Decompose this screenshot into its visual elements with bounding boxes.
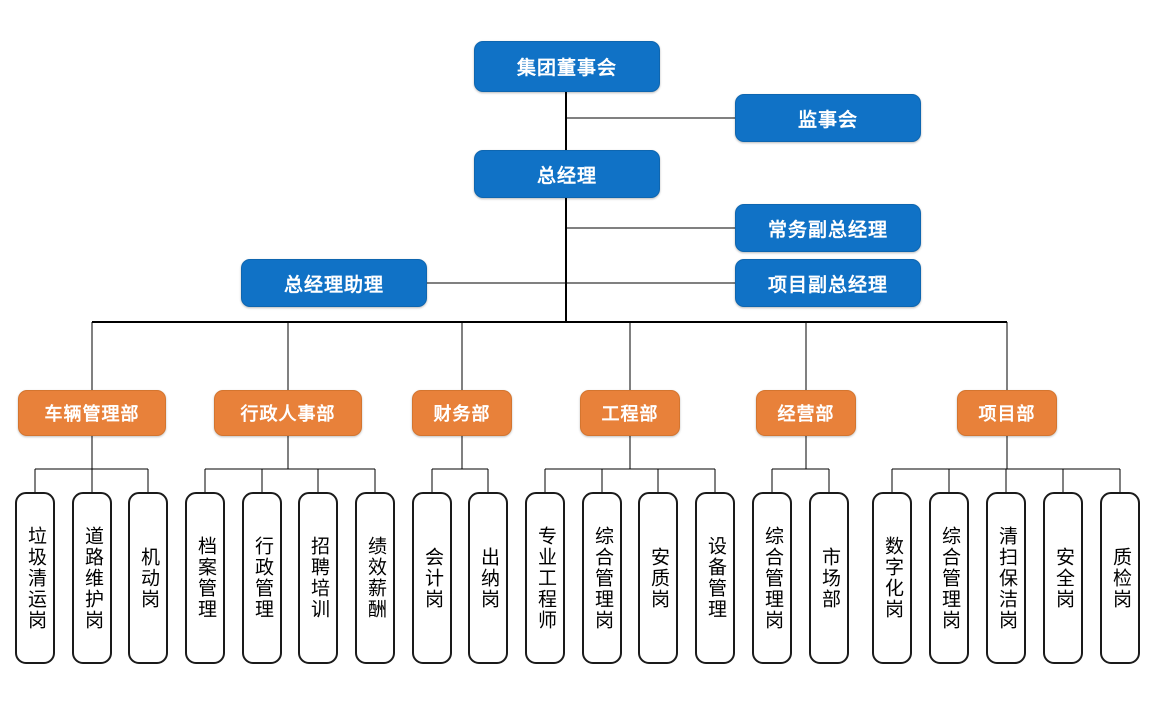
department-node-admin-hr-label: 行政人事部 — [240, 404, 336, 424]
position-node-safety-quality-label: 安质岗 — [647, 546, 669, 610]
exec-node-board-label: 集团董事会 — [516, 58, 617, 79]
position-node-cashier[interactable]: 出纳岗 — [468, 492, 508, 664]
exec-node-project-vp-label: 项目副总经理 — [767, 274, 888, 296]
exec-node-gm-assistant[interactable]: 总经理助理 — [241, 259, 427, 307]
department-node-admin-hr[interactable]: 行政人事部 — [214, 390, 362, 436]
position-node-records-mgmt[interactable]: 档案管理 — [185, 492, 225, 664]
position-node-general-mgmt-eng-label: 综合管理岗 — [591, 525, 613, 631]
position-node-general-mgmt-ops-label: 综合管理岗 — [761, 525, 783, 631]
position-node-professional-eng[interactable]: 专业工程师 — [525, 492, 565, 664]
position-node-admin-mgmt-label: 行政管理 — [251, 536, 273, 620]
position-node-accounting[interactable]: 会计岗 — [412, 492, 452, 664]
exec-node-exec-vp-label: 常务副总经理 — [767, 219, 888, 241]
department-node-finance-label: 财务部 — [433, 404, 491, 424]
position-node-quality-check[interactable]: 质检岗 — [1100, 492, 1140, 664]
department-node-engineer-label: 工程部 — [601, 404, 659, 424]
position-node-motor-pool[interactable]: 机动岗 — [128, 492, 168, 664]
position-node-equipment-mgmt-label: 设备管理 — [704, 536, 726, 620]
position-node-general-mgmt-proj[interactable]: 综合管理岗 — [929, 492, 969, 664]
exec-node-supervisory[interactable]: 监事会 — [735, 94, 921, 142]
position-node-digitalization-label: 数字化岗 — [881, 536, 903, 620]
position-node-general-mgmt-proj-label: 综合管理岗 — [938, 525, 960, 631]
position-node-cleaning[interactable]: 清扫保洁岗 — [986, 492, 1026, 664]
exec-node-gm-assistant-label: 总经理助理 — [283, 274, 384, 296]
exec-node-gm-label: 总经理 — [536, 165, 597, 187]
position-node-professional-eng-label: 专业工程师 — [534, 525, 556, 631]
position-node-safety-label: 安全岗 — [1052, 546, 1074, 610]
exec-node-gm[interactable]: 总经理 — [474, 150, 660, 198]
department-node-project[interactable]: 项目部 — [957, 390, 1057, 436]
position-node-digitalization[interactable]: 数字化岗 — [872, 492, 912, 664]
department-node-finance[interactable]: 财务部 — [412, 390, 512, 436]
position-node-performance-pay[interactable]: 绩效薪酬 — [355, 492, 395, 664]
department-node-project-label: 项目部 — [978, 404, 1036, 424]
position-node-accounting-label: 会计岗 — [421, 546, 443, 610]
position-node-road-maintenance[interactable]: 道路维护岗 — [72, 492, 112, 664]
position-node-recruit-training[interactable]: 招聘培训 — [298, 492, 338, 664]
position-node-general-mgmt-ops[interactable]: 综合管理岗 — [752, 492, 792, 664]
department-node-engineer[interactable]: 工程部 — [580, 390, 680, 436]
department-node-operation[interactable]: 经营部 — [756, 390, 856, 436]
position-node-waste-transport-label: 垃圾清运岗 — [24, 525, 46, 631]
position-node-admin-mgmt[interactable]: 行政管理 — [242, 492, 282, 664]
position-node-records-mgmt-label: 档案管理 — [194, 536, 216, 620]
position-node-safety-quality[interactable]: 安质岗 — [638, 492, 678, 664]
position-node-safety[interactable]: 安全岗 — [1043, 492, 1083, 664]
position-node-equipment-mgmt[interactable]: 设备管理 — [695, 492, 735, 664]
position-node-road-maintenance-label: 道路维护岗 — [81, 525, 103, 631]
position-node-cleaning-label: 清扫保洁岗 — [995, 525, 1017, 631]
exec-node-exec-vp[interactable]: 常务副总经理 — [735, 204, 921, 252]
position-node-general-mgmt-eng[interactable]: 综合管理岗 — [582, 492, 622, 664]
department-node-vehicle[interactable]: 车辆管理部 — [18, 390, 166, 436]
position-node-waste-transport[interactable]: 垃圾清运岗 — [15, 492, 55, 664]
exec-node-project-vp[interactable]: 项目副总经理 — [735, 259, 921, 307]
position-node-performance-pay-label: 绩效薪酬 — [364, 536, 386, 620]
position-node-market-dept[interactable]: 市场部 — [809, 492, 849, 664]
department-node-vehicle-label: 车辆管理部 — [44, 404, 140, 424]
position-node-market-dept-label: 市场部 — [818, 546, 840, 610]
position-node-quality-check-label: 质检岗 — [1109, 546, 1131, 610]
position-node-cashier-label: 出纳岗 — [477, 546, 499, 610]
exec-node-board[interactable]: 集团董事会 — [474, 41, 660, 92]
exec-node-supervisory-label: 监事会 — [797, 109, 858, 131]
position-node-motor-pool-label: 机动岗 — [137, 546, 159, 610]
position-node-recruit-training-label: 招聘培训 — [307, 536, 329, 620]
department-node-operation-label: 经营部 — [777, 404, 835, 424]
